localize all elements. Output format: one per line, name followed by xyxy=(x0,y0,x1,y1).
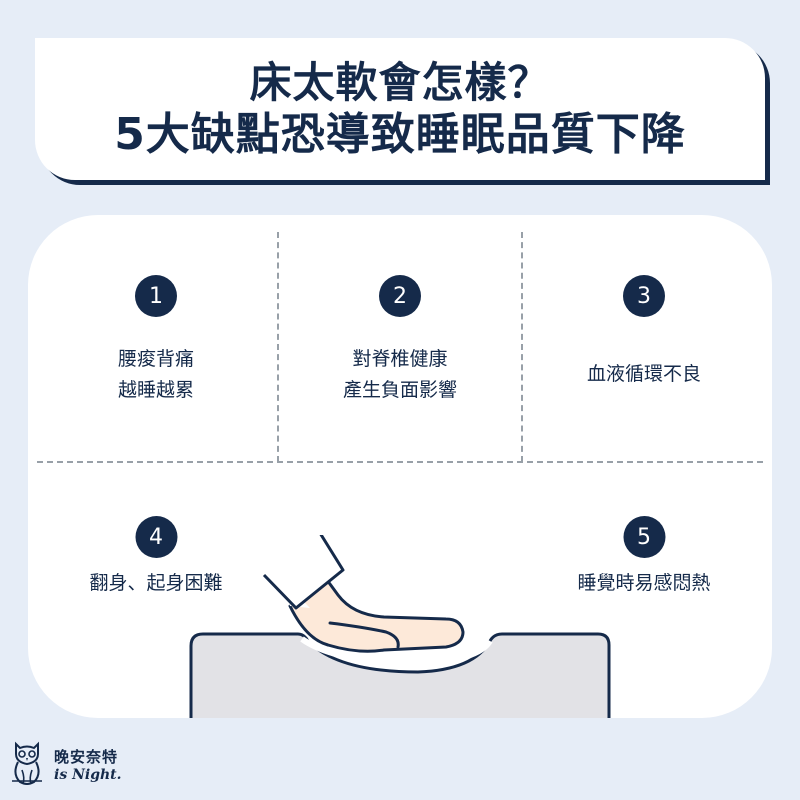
brand-name: 晚安奈特 is Night. xyxy=(54,746,122,783)
drawback-text: 產生負面影響 xyxy=(342,379,458,401)
number-badge: 5 xyxy=(622,516,665,558)
divider-horizontal xyxy=(37,461,763,463)
hand-sinking-into-mattress-icon xyxy=(189,535,611,718)
title-line-1: 床太軟會怎樣？ xyxy=(249,57,551,107)
number-badge: 4 xyxy=(134,516,177,558)
number-badge: 1 xyxy=(134,275,177,317)
drawback-text: 對脊椎健康 xyxy=(352,348,448,370)
title-line-2: 5大缺點恐導致睡眠品質下降 xyxy=(114,108,686,160)
drawback-item-2: 2 對脊椎健康 產生負面影響 xyxy=(343,275,457,406)
number-badge: 2 xyxy=(378,275,421,317)
brand-name-en: is Night. xyxy=(54,766,122,783)
divider-vertical-1 xyxy=(277,232,279,462)
drawback-text: 血液循環不良 xyxy=(586,363,702,385)
drawback-item-3: 3 血液循環不良 xyxy=(587,275,701,390)
drawbacks-card: 1 腰痠背痛 越睡越累 2 對脊椎健康 產生負面影響 3 血液循環不良 4 翻身… xyxy=(28,215,772,718)
drawback-text: 睡覺時易感悶熱 xyxy=(577,572,711,594)
drawback-text: 腰痠背痛 xyxy=(117,348,195,370)
brand-name-cn: 晚安奈特 xyxy=(54,747,119,766)
number-badge: 3 xyxy=(622,275,665,317)
drawback-item-4: 4 翻身、起身困難 xyxy=(89,516,223,599)
drawback-text: 翻身、起身困難 xyxy=(89,572,223,594)
drawback-item-5: 5 睡覺時易感悶熱 xyxy=(577,516,711,599)
brand-logo: 晚安奈特 is Night. xyxy=(10,740,122,788)
divider-vertical-2 xyxy=(521,232,523,462)
drawback-item-1: 1 腰痠背痛 越睡越累 xyxy=(118,275,194,406)
title-card: 床太軟會怎樣？ 5大缺點恐導致睡眠品質下降 xyxy=(35,38,765,180)
drawback-text: 越睡越累 xyxy=(117,379,195,401)
owl-icon xyxy=(12,741,42,785)
